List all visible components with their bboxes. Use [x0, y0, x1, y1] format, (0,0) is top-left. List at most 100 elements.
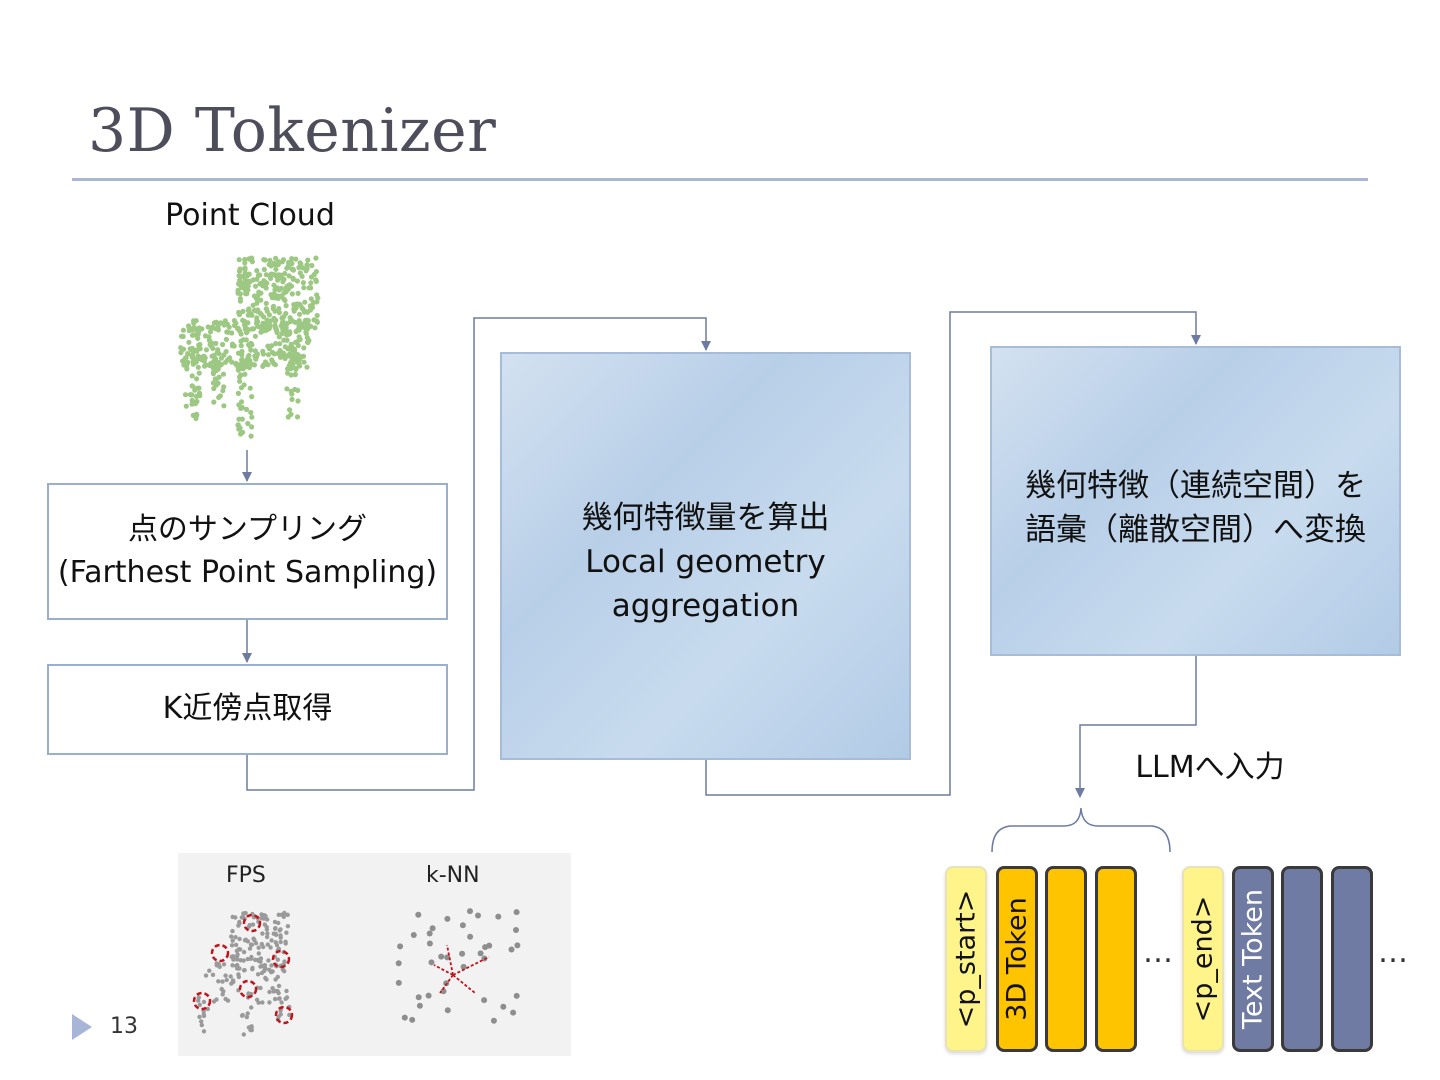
point-cloud-dot — [260, 351, 266, 357]
sampling-subtitle: (Farthest Point Sampling) — [57, 554, 438, 590]
point-cloud-dot — [184, 366, 190, 372]
point-cloud-dot — [252, 333, 258, 339]
knn-point — [514, 942, 521, 949]
fps-point — [247, 922, 252, 928]
token-p-start: <p_start> — [945, 866, 987, 1052]
knn-point — [426, 940, 433, 947]
knn-point — [477, 950, 484, 957]
knn-point — [425, 992, 432, 999]
point-cloud-dot — [282, 297, 288, 304]
fps-point — [267, 967, 272, 972]
knn-point — [467, 908, 473, 915]
point-cloud-dot — [180, 358, 186, 364]
fps-point — [245, 1011, 250, 1016]
point-cloud-dot — [182, 392, 189, 398]
fps-point — [207, 968, 212, 973]
point-cloud-dot — [305, 318, 311, 324]
point-cloud-dot — [294, 339, 300, 345]
point-cloud-dot — [307, 303, 313, 309]
point-cloud-dot — [203, 347, 210, 353]
point-cloud-dot — [216, 374, 222, 380]
point-cloud-dot — [237, 296, 243, 302]
point-cloud-dot — [260, 283, 266, 289]
point-cloud-dot — [280, 318, 286, 324]
vocab-box: 幾何特徴（連続空間）を 語彙（離散空間）へ変換 — [990, 346, 1401, 656]
point-cloud-dot — [240, 308, 246, 314]
point-cloud-dot — [273, 317, 279, 323]
fps-point — [234, 957, 240, 962]
point-cloud-dot — [288, 344, 294, 350]
point-cloud-dot — [271, 261, 277, 267]
point-cloud-dot — [180, 327, 186, 333]
point-cloud-dot — [289, 391, 295, 397]
token-brace — [991, 807, 1171, 853]
point-cloud-dot — [189, 354, 195, 360]
fps-point — [201, 1029, 207, 1034]
knn-point — [426, 930, 433, 937]
point-cloud-dot — [285, 370, 291, 376]
point-cloud-dot — [197, 393, 203, 399]
point-cloud-dot — [236, 257, 242, 263]
point-cloud-dot — [302, 299, 308, 305]
point-cloud-dot — [281, 323, 287, 329]
point-cloud-dot — [289, 396, 295, 402]
point-cloud-dot — [179, 333, 186, 339]
fps-point — [275, 957, 280, 962]
point-cloud-dot — [305, 339, 311, 346]
point-cloud-dot — [186, 328, 192, 334]
point-cloud-dot — [253, 320, 260, 326]
point-cloud-dot — [238, 343, 244, 349]
knn-point — [410, 932, 417, 938]
point-cloud-dot — [238, 385, 244, 391]
fps-point — [248, 1027, 253, 1033]
fps-point — [253, 941, 259, 946]
point-cloud-dot — [303, 268, 309, 274]
knn-point — [490, 1017, 497, 1024]
point-cloud-dot — [243, 360, 249, 366]
point-cloud-dot — [192, 326, 198, 332]
fps-point — [220, 979, 225, 984]
fps-point — [264, 924, 269, 930]
fps-point — [254, 997, 260, 1002]
point-cloud-dot — [258, 297, 264, 303]
point-cloud-dot — [301, 345, 307, 351]
fps-point — [266, 958, 271, 963]
fps-point — [282, 959, 287, 964]
point-cloud-dot — [245, 320, 251, 326]
point-cloud-dot — [238, 431, 244, 437]
point-cloud-dot — [202, 333, 209, 339]
point-cloud-dot — [196, 342, 202, 348]
inset-drawing — [192, 908, 521, 1037]
point-cloud-dot — [282, 344, 288, 350]
point-cloud-dot — [267, 323, 273, 329]
point-cloud-dot — [295, 398, 301, 404]
point-cloud-dot — [196, 385, 202, 391]
point-cloud-dot — [246, 278, 252, 284]
fps-point — [272, 926, 278, 931]
fps-point — [249, 991, 254, 997]
point-cloud-dot — [285, 264, 291, 270]
point-cloud-dot — [231, 318, 237, 324]
point-cloud-dot — [285, 259, 292, 266]
point-cloud-dot — [271, 282, 277, 288]
point-cloud-dot — [235, 367, 241, 373]
fps-point — [252, 957, 258, 962]
fps-point — [260, 963, 265, 969]
fps-point — [201, 1012, 206, 1017]
point-cloud-dot — [257, 324, 264, 330]
point-cloud-dot — [279, 259, 285, 265]
point-cloud-dot — [261, 362, 267, 368]
point-cloud-dot — [312, 325, 318, 331]
fps-point — [285, 912, 290, 917]
text-token: Text Token — [1232, 866, 1274, 1052]
point-cloud-dot — [193, 359, 199, 365]
fps-point — [276, 983, 282, 989]
fps-point — [230, 963, 235, 968]
knn-point — [415, 911, 422, 918]
point-cloud-dot — [262, 257, 268, 263]
point-cloud-dot — [213, 319, 219, 325]
knn-point — [444, 1007, 451, 1014]
point-cloud-dot — [193, 348, 199, 354]
